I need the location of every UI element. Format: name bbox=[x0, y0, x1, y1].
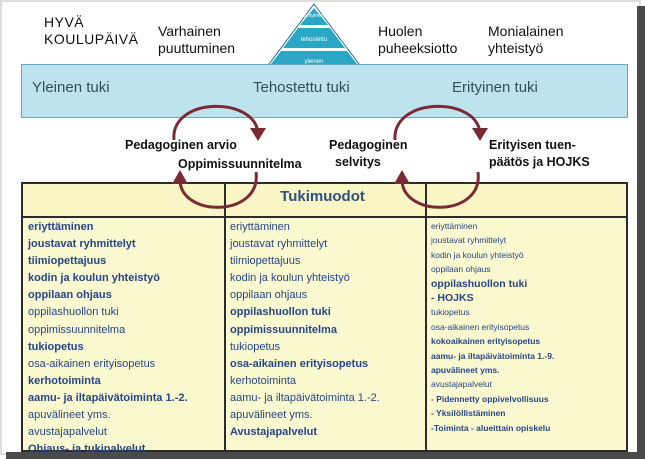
support-form-item: oppimissuunnitelma bbox=[28, 323, 126, 336]
support-form-item: tukiopetus bbox=[28, 340, 84, 353]
support-form-item: kodin ja koulun yhteistyö bbox=[431, 249, 524, 260]
support-form-item: osa-aikainen erityisopetus bbox=[230, 357, 369, 370]
support-form-item: kodin ja koulun yhteistyö bbox=[28, 272, 161, 285]
label-varhainen-puuttuminen: Varhainen puuttuminen bbox=[158, 23, 235, 57]
support-form-item: kokoaikainen erityisopetus bbox=[431, 336, 541, 347]
label-line-1: Pedagoginen bbox=[329, 138, 408, 152]
pyramid-top-level bbox=[300, 8, 328, 25]
label-line-1: Huolen bbox=[378, 23, 423, 39]
column-divider-1 bbox=[224, 182, 226, 452]
support-form-item: tiimiopettajuus bbox=[230, 255, 301, 268]
support-form-item: apuvälineet yms. bbox=[28, 409, 111, 422]
label-line-2: yhteistyö bbox=[488, 40, 544, 56]
support-form-item: oppilaan ohjaus bbox=[431, 264, 491, 275]
label-line-1: Monialainen bbox=[488, 23, 564, 39]
support-form-item: avustajapalvelut bbox=[28, 426, 107, 439]
tukimuodot-table bbox=[21, 182, 628, 452]
label-line-1: Erityisen tuen- bbox=[489, 138, 576, 152]
heading-line-1: HYVÄ bbox=[44, 14, 85, 30]
heading-line-2: KOULUPÄIVÄ bbox=[44, 31, 139, 47]
label-line-2: puuttuminen bbox=[158, 40, 236, 56]
support-form-item: - Yksilöllistäminen bbox=[431, 408, 506, 419]
support-form-item: eriyttäminen bbox=[28, 221, 94, 233]
pyramid-middle-level bbox=[283, 28, 345, 48]
column-divider-2 bbox=[425, 182, 427, 452]
support-form-item: oppilashuollon tuki bbox=[431, 277, 528, 290]
support-form-item: - HOJKS bbox=[431, 292, 474, 305]
table-title: Tukimuodot bbox=[280, 188, 365, 205]
label-monialainen-yhteistyo: Monialainen yhteistyö bbox=[488, 23, 564, 57]
label-huolen-puheeksiotto: Huolen puheeksiotto bbox=[378, 23, 457, 57]
arrow-curve-right-upper bbox=[393, 104, 482, 141]
support-form-item: tiimiopettajuus bbox=[28, 255, 107, 268]
label-line-1: Varhainen bbox=[158, 23, 221, 39]
arrow-curve-left-lower bbox=[178, 171, 258, 209]
column-tehostettu-tuki: eriyttäminen joustavat ryhmittelyt tiimiop… bbox=[230, 219, 380, 441]
support-form-item: aamu- ja iltapäivätoiminta 1.-2. bbox=[28, 391, 188, 404]
support-form-item: oppilashuollon tuki bbox=[230, 306, 331, 319]
arrow-head-right-upper bbox=[472, 128, 488, 141]
support-form-item: tukiopetus bbox=[230, 340, 281, 353]
slide-shadow-bottom bbox=[6, 452, 645, 459]
label-line-2: selvitys bbox=[335, 155, 381, 169]
support-form-item: aamu- ja iltapäivätoiminta 1.-2. bbox=[230, 391, 380, 404]
support-level-band bbox=[21, 64, 628, 118]
support-form-item: oppilaan ohjaus bbox=[230, 289, 308, 302]
support-form-item: joustavat ryhmittelyt bbox=[431, 235, 507, 246]
pyramid-label-yleinen: yleinen bbox=[304, 59, 323, 65]
label-erityisen-tuen-paatos: Erityisen tuen- päätös ja HOJKS bbox=[489, 137, 590, 171]
support-form-item: joustavat ryhmittelyt bbox=[28, 238, 136, 251]
arrow-head-right-lower bbox=[394, 170, 410, 184]
support-form-item: apuvälineet yms. bbox=[230, 409, 313, 422]
support-form-item: -Toiminta - alueittain opiskelu bbox=[431, 422, 551, 433]
arrow-head-left-lower bbox=[172, 170, 188, 184]
support-form-item: osa-aikainen erityisopetus bbox=[28, 357, 156, 370]
support-form-item: joustavat ryhmittelyt bbox=[230, 238, 328, 251]
pyramid-label-tehostettu: tehostettu bbox=[301, 37, 327, 43]
support-form-item: apuvälineet yms. bbox=[431, 365, 500, 376]
support-form-item: osa-aikainen erityisopetus bbox=[431, 321, 530, 332]
label-oppimissuunnitelma: Oppimissuunnitelma bbox=[178, 157, 302, 171]
band-label-erityinen-tuki: Erityinen tuki bbox=[452, 79, 538, 96]
support-form-item: eriyttäminen bbox=[230, 221, 290, 233]
pyramid-label-erityinen: erityinen bbox=[304, 13, 325, 19]
support-form-item: - Pidennetty oppivelvollisuus bbox=[431, 393, 549, 404]
support-form-item: oppilaan ohjaus bbox=[28, 289, 112, 302]
support-form-item: oppilashuollon tuki bbox=[28, 306, 119, 319]
label-line-2: puheeksiotto bbox=[378, 40, 458, 56]
support-form-item: Avustajapalvelut bbox=[230, 426, 318, 439]
support-form-item: eriyttäminen bbox=[431, 221, 478, 231]
column-erityinen-tuki: eriyttäminen joustavat ryhmittelyt kodin j… bbox=[431, 219, 554, 435]
label-pedagoginen-selvitys: Pedagoginen selvitys bbox=[329, 137, 407, 171]
support-form-item: kerhotoiminta bbox=[230, 374, 297, 387]
support-form-item: avustajapalvelut bbox=[431, 379, 492, 390]
column-yleinen-tuki: eriyttäminen joustavat ryhmittelyt tiimiop… bbox=[28, 219, 188, 458]
band-label-yleinen-tuki: Yleinen tuki bbox=[32, 79, 110, 96]
arrow-head-left-upper bbox=[250, 128, 266, 141]
slide-shadow-right bbox=[637, 6, 645, 459]
support-form-item: kodin ja koulun yhteistyö bbox=[230, 272, 350, 285]
band-label-tehostettu-tuki: Tehostettu tuki bbox=[253, 79, 350, 96]
label-line-2: päätös ja HOJKS bbox=[489, 155, 590, 169]
arrow-curve-left-upper bbox=[172, 104, 260, 141]
label-pedagoginen-arvio: Pedagoginen arvio bbox=[125, 138, 237, 152]
support-form-item: oppimissuunnitelma bbox=[230, 323, 337, 336]
heading-hyva-koulupaiva: HYVÄ KOULUPÄIVÄ bbox=[44, 14, 138, 48]
table-header-strip bbox=[23, 184, 626, 216]
support-form-item: Ohjaus- ja tukipalvelut bbox=[28, 443, 146, 456]
table-header-divider bbox=[21, 216, 628, 218]
arrow-curve-right-lower bbox=[400, 171, 480, 209]
support-form-item: tukiopetus bbox=[431, 307, 470, 318]
support-form-item: aamu- ja iltapäivätoiminta 1.-9. bbox=[431, 350, 555, 361]
support-form-item: kerhotoiminta bbox=[28, 374, 101, 387]
